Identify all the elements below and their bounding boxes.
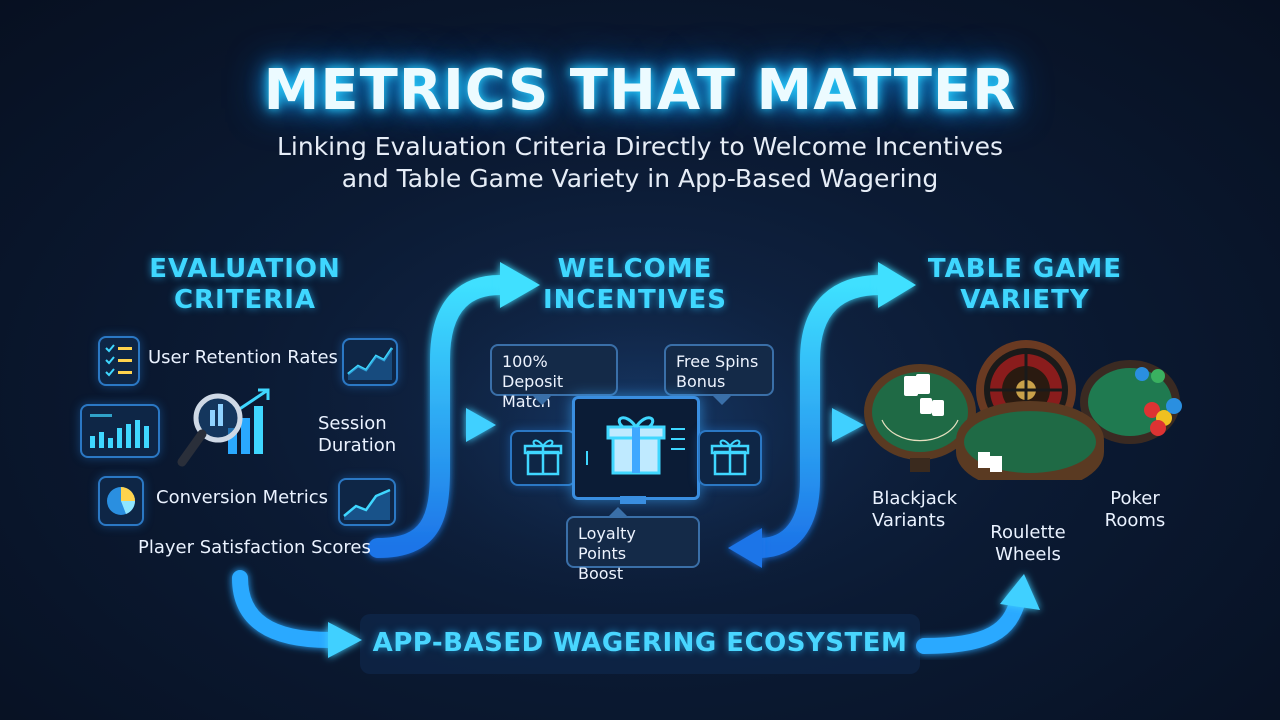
deposit-line-1: 100% Deposit [502, 352, 564, 391]
blackjack-table-icon [864, 364, 976, 472]
trend-chart-icon [338, 478, 396, 526]
roulette-line-2: Wheels [995, 544, 1061, 565]
tablegames-heading-line-1: TABLE GAME [927, 254, 1123, 284]
blackjack-line-1: Blackjack [872, 488, 958, 509]
arrow-bottom-right [916, 592, 1026, 654]
bar-chart-icon [80, 404, 160, 458]
poker-line-2: Rooms [1104, 510, 1166, 531]
free-spins-bubble: Free Spins Bonus [664, 344, 774, 405]
line-chart-icon [342, 338, 398, 386]
gift-card-left [510, 430, 576, 486]
session-label: Session Duration [318, 413, 396, 457]
gift-icon-main [586, 416, 685, 475]
arrow-head-games [878, 262, 916, 308]
ecosystem-band [360, 614, 920, 674]
tablegames-heading-line-2: VARIETY [960, 285, 1090, 315]
loyalty-line-2: Boost [578, 564, 624, 583]
tablegames-heading: TABLE GAME VARIETY [900, 254, 1150, 316]
incentives-heading-line-2: INCENTIVES [542, 285, 728, 315]
retention-label: User Retention Rates [148, 347, 338, 368]
gift-icon-right [710, 439, 750, 476]
evaluation-heading-line-1: EVALUATION [149, 254, 341, 284]
incentives-heading: WELCOME INCENTIVES [510, 254, 760, 316]
ecosystem-label: APP-BASED WAGERING ECOSYSTEM [372, 628, 908, 658]
blackjack-line-2: Variants [872, 510, 946, 531]
loyalty-bubble: Loyalty Points Boost [566, 507, 700, 583]
roulette-table-icon [956, 400, 1104, 480]
monitor [572, 396, 700, 500]
monitor-stand [620, 496, 646, 504]
session-label-line-2: Duration [318, 435, 397, 456]
satisfaction-label: Player Satisfaction Scores [138, 537, 371, 558]
evaluation-heading: EVALUATION CRITERIA [120, 254, 370, 316]
roulette-label: Roulette Wheels [980, 522, 1076, 566]
poker-line-1: Poker [1110, 488, 1160, 509]
gift-card-right [698, 430, 762, 486]
evaluation-heading-line-2: CRITERIA [173, 285, 317, 315]
gift-icon-left [523, 439, 563, 476]
poker-table-icon [1080, 360, 1182, 444]
magnifier-icon [177, 388, 270, 467]
spins-line-1: Free Spins [676, 352, 759, 371]
arrow-incentives-to-games [750, 275, 890, 558]
checklist-icon [98, 336, 140, 386]
arrow-bottom-left [232, 570, 338, 648]
loyalty-line-1: Loyalty Points [578, 524, 636, 563]
table-games-illustration [864, 340, 1182, 480]
page-title: METRICS THAT MATTER [263, 58, 1017, 123]
subtitle-line-1: Linking Evaluation Criteria Directly to … [276, 132, 1004, 161]
subtitle-line-2: and Table Game Variety in App-Based Wage… [341, 164, 939, 193]
session-label-line-1: Session [318, 413, 387, 434]
arrow-head-incentives [500, 262, 540, 308]
deposit-match-bubble: 100% Deposit Match [490, 344, 618, 411]
poker-label: Poker Rooms [1100, 488, 1170, 532]
roulette-line-1: Roulette [990, 522, 1066, 543]
spins-line-2: Bonus [676, 372, 726, 391]
pie-chart-icon [98, 476, 144, 526]
conversion-label: Conversion Metrics [156, 487, 328, 508]
arrow-eval-to-incentives [368, 275, 510, 558]
blackjack-label: Blackjack Variants [872, 488, 957, 532]
arrow-head-back [728, 528, 762, 568]
incentives-heading-line-1: WELCOME [557, 254, 713, 284]
